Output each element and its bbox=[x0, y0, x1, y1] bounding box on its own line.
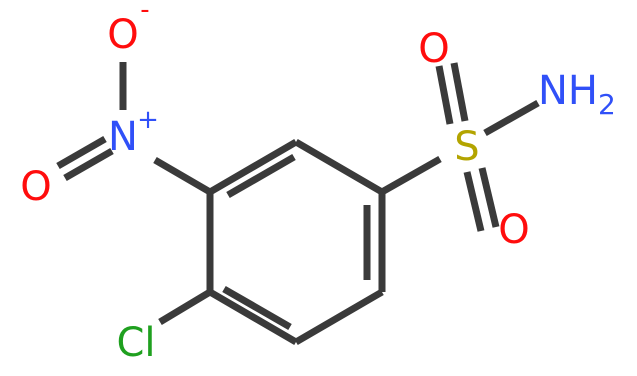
bond-c5-cl bbox=[158, 288, 212, 326]
atom-n-plus: N bbox=[108, 114, 138, 160]
ring-inner-double-bond-top bbox=[226, 153, 296, 199]
ring-bond-c6-c1 bbox=[208, 138, 298, 196]
atom-cl: Cl bbox=[116, 320, 155, 366]
ring-bond-c4-c5 bbox=[208, 288, 298, 346]
bond-s-nh2 bbox=[483, 99, 540, 137]
bond-c6-n bbox=[153, 156, 212, 196]
bond-n-o-double-a bbox=[56, 135, 107, 170]
charge-plus: + bbox=[137, 105, 159, 135]
atom-o-top: O bbox=[418, 26, 449, 72]
bond-s-o-bottom-a bbox=[463, 171, 485, 232]
ring-bond-c1-c2 bbox=[294, 138, 384, 196]
atom-o-bottom: O bbox=[498, 207, 529, 253]
atom-labels: O - N + O S O O NH2 Cl bbox=[20, 0, 616, 366]
ring-inner-double-bond-bottom bbox=[222, 285, 292, 331]
bond-c2-s bbox=[380, 155, 442, 196]
bond-n-o-double-b bbox=[63, 147, 114, 182]
nh2-subscript: 2 bbox=[598, 88, 616, 121]
nh2-symbol: NH bbox=[538, 68, 598, 114]
atom-s: S bbox=[454, 124, 479, 170]
bond-s-o-bottom-b bbox=[478, 167, 500, 228]
benzene-ring bbox=[206, 138, 386, 346]
atom-o-minus: O bbox=[107, 12, 138, 58]
charge-minus: - bbox=[140, 0, 149, 25]
atom-o-double-nitro: O bbox=[20, 164, 51, 210]
bond-s-o-top-a bbox=[435, 65, 454, 125]
atom-nh2: NH2 bbox=[538, 68, 616, 121]
substituent-bonds bbox=[56, 62, 540, 326]
ring-bond-c3-c4 bbox=[294, 288, 384, 346]
bond-s-o-top-b bbox=[450, 62, 469, 122]
